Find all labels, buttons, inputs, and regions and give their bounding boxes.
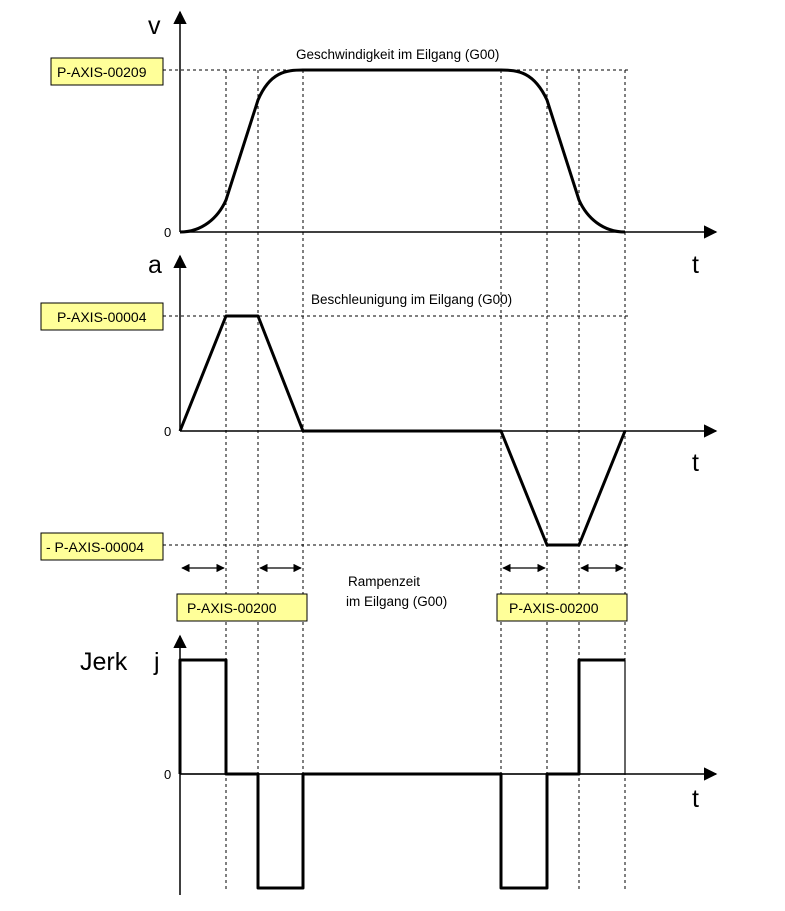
ramp-caption-line2: im Eilgang (G00): [346, 594, 447, 609]
jerk-word: Jerk: [80, 648, 128, 676]
acceleration-max-label: P-AXIS-00004: [57, 309, 147, 325]
jerk-curve: [178, 658, 625, 890]
velocity-max-label: P-AXIS-00209: [57, 64, 147, 80]
acceleration-curve: [178, 314, 627, 547]
ramp-time-annotation: Rampenzeit im Eilgang (G00) P-AXIS-00200…: [176, 563, 628, 622]
jerk-time-symbol: t: [692, 785, 699, 813]
acceleration-min-label-box: [40, 532, 164, 561]
jerk-panel: Jerk j 0 t: [80, 634, 718, 895]
velocity-max-label-box: [50, 57, 164, 86]
velocity-curve: [179, 68, 626, 234]
ramp-left-label: P-AXIS-00200: [187, 600, 277, 616]
ramp-caption-line1: Rampenzeit: [348, 574, 420, 589]
jerk-pulse-outlines: [180, 660, 626, 775]
acceleration-max-label-box: [40, 302, 164, 331]
velocity-panel: v Geschwindigkeit im Eilgang (G00) 0 P-A…: [50, 10, 718, 240]
acceleration-title: Beschleunigung im Eilgang (G00): [311, 292, 512, 307]
acceleration-panel: a t Beschleunigung im Eilgang (G00) 0 P-…: [40, 251, 718, 561]
ramp-right-label: P-AXIS-00200: [509, 600, 599, 616]
velocity-title: Geschwindigkeit im Eilgang (G00): [296, 47, 499, 62]
jerk-zero-label: 0: [164, 767, 171, 782]
phase-guide-lines: [225, 70, 626, 890]
acceleration-time-symbol: t: [692, 449, 699, 477]
velocity-zero-label: 0: [164, 225, 171, 240]
velocity-axis-symbol: v: [148, 12, 161, 40]
acceleration-min-label: - P-AXIS-00004: [46, 539, 144, 555]
ramp-right-label-box: [496, 593, 628, 622]
velocity-time-symbol: t: [692, 251, 699, 279]
jerk-axis-symbol: j: [153, 648, 160, 676]
ramp-left-label-box: [176, 593, 308, 622]
acceleration-zero-label: 0: [164, 424, 171, 439]
acceleration-axis-symbol: a: [148, 251, 162, 279]
